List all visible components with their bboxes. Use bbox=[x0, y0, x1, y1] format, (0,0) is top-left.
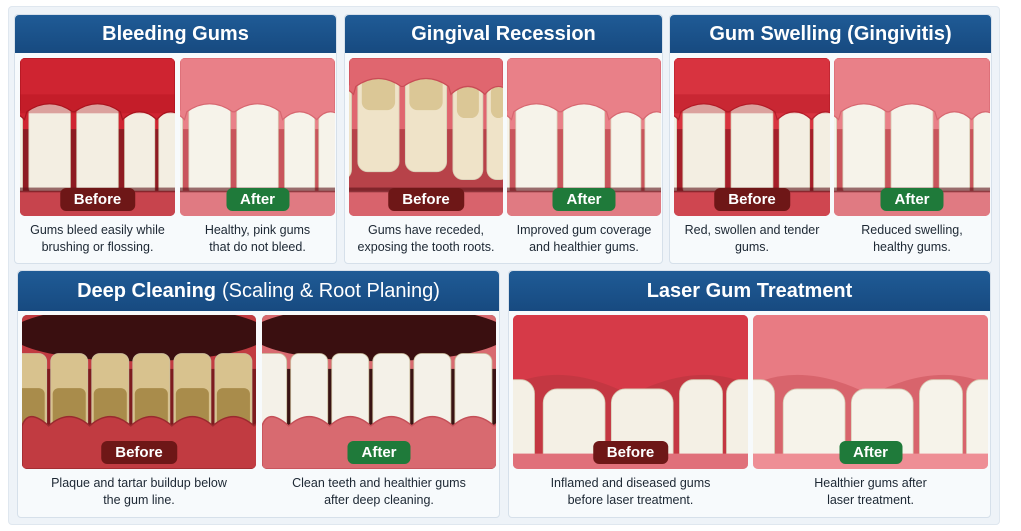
section-title-text: Gum Swelling (Gingivitis) bbox=[709, 22, 952, 45]
after-badge: After bbox=[225, 188, 290, 211]
before-badge: Before bbox=[714, 188, 790, 211]
before-badge: Before bbox=[59, 188, 136, 211]
section-title: Gingival Recession bbox=[345, 15, 662, 53]
after-caption: Healthy, pink gums that do not bleed. bbox=[204, 223, 311, 254]
section-subtitle: (Scaling & Root Planing) bbox=[222, 279, 440, 302]
before-photo: Before bbox=[349, 58, 503, 216]
before-badge: Before bbox=[101, 441, 177, 464]
before-caption: Gums bleed easily while brushing or flos… bbox=[30, 223, 165, 254]
before-badge: Before bbox=[388, 188, 464, 211]
before-caption: Red, swollen and tender gums. bbox=[684, 223, 820, 254]
section-title-text: Bleeding Gums bbox=[102, 22, 249, 45]
dental-photo-illustration bbox=[22, 315, 256, 469]
after-photo: After bbox=[753, 315, 988, 469]
section-gingival-recession: Gingival Recession Before After Gums hav… bbox=[344, 14, 663, 264]
before-caption: Inflamed and diseased gums before laser … bbox=[550, 476, 711, 507]
after-photo: After bbox=[834, 58, 990, 216]
before-photo: Before bbox=[20, 58, 175, 216]
after-caption: Healthier gums after laser treatment. bbox=[814, 476, 927, 507]
after-badge: After bbox=[347, 441, 411, 464]
section-gum-swelling: Gum Swelling (Gingivitis) Before After R… bbox=[669, 14, 992, 264]
before-caption: Gums have receded, exposing the tooth ro… bbox=[357, 223, 495, 254]
before-photo: Before bbox=[22, 315, 256, 469]
section-deep-cleaning: Deep Cleaning (Scaling & Root Planing) B… bbox=[17, 270, 500, 518]
dental-photo-illustration bbox=[20, 58, 175, 216]
section-title: Deep Cleaning (Scaling & Root Planing) bbox=[18, 271, 499, 311]
after-photo: After bbox=[180, 58, 335, 216]
section-title: Gum Swelling (Gingivitis) bbox=[670, 15, 991, 53]
before-photo: Before bbox=[674, 58, 830, 216]
after-badge: After bbox=[880, 188, 944, 211]
section-title: Bleeding Gums bbox=[15, 15, 336, 53]
section-title-text: Gingival Recession bbox=[411, 22, 596, 45]
dental-photo-illustration bbox=[507, 58, 661, 216]
section-title: Laser Gum Treatment bbox=[509, 271, 990, 311]
after-caption: Clean teeth and healthier gums after dee… bbox=[292, 476, 466, 507]
dental-photo-illustration bbox=[349, 58, 503, 216]
section-bleeding-gums: Bleeding Gums Before After Gums bleed ea… bbox=[14, 14, 337, 264]
after-badge: After bbox=[552, 188, 616, 211]
after-caption: Improved gum coverage and healthier gums… bbox=[516, 223, 652, 254]
after-caption: Reduced swelling, healthy gums. bbox=[861, 223, 963, 254]
after-photo: After bbox=[507, 58, 661, 216]
section-title-text: Deep Cleaning bbox=[77, 279, 217, 302]
section-title-text: Laser Gum Treatment bbox=[646, 279, 853, 302]
after-badge: After bbox=[838, 441, 903, 464]
before-badge: Before bbox=[592, 441, 669, 464]
after-photo: After bbox=[262, 315, 496, 469]
dental-photo-illustration bbox=[513, 315, 748, 469]
before-caption: Plaque and tartar buildup below the gum … bbox=[51, 476, 227, 507]
section-laser-gum-treatment: Laser Gum Treatment Before After Inflame… bbox=[508, 270, 991, 518]
before-photo: Before bbox=[513, 315, 748, 469]
